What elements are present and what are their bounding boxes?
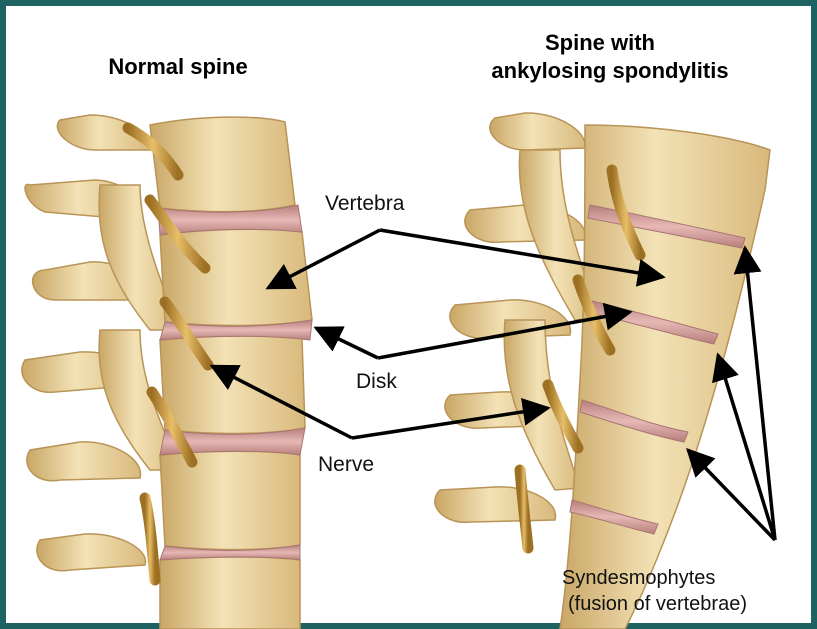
disk-arrow-left (316, 328, 378, 358)
label-syndesmophytes: Syndesmophytes (562, 566, 715, 590)
normal-spine (22, 115, 312, 629)
as-fused-vertebral-column (560, 125, 770, 629)
title-as-spine-line1: Spine with (430, 30, 770, 56)
label-vertebra: Vertebra (325, 192, 404, 216)
title-as-spine-line2: ankylosing spondylitis (410, 58, 810, 84)
label-fusion-of-vertebrae: (fusion of vertebrae) (568, 592, 747, 616)
as-spine (435, 113, 770, 629)
title-normal-spine: Normal spine (58, 54, 298, 80)
label-nerve: Nerve (318, 453, 374, 477)
label-disk: Disk (356, 370, 397, 394)
